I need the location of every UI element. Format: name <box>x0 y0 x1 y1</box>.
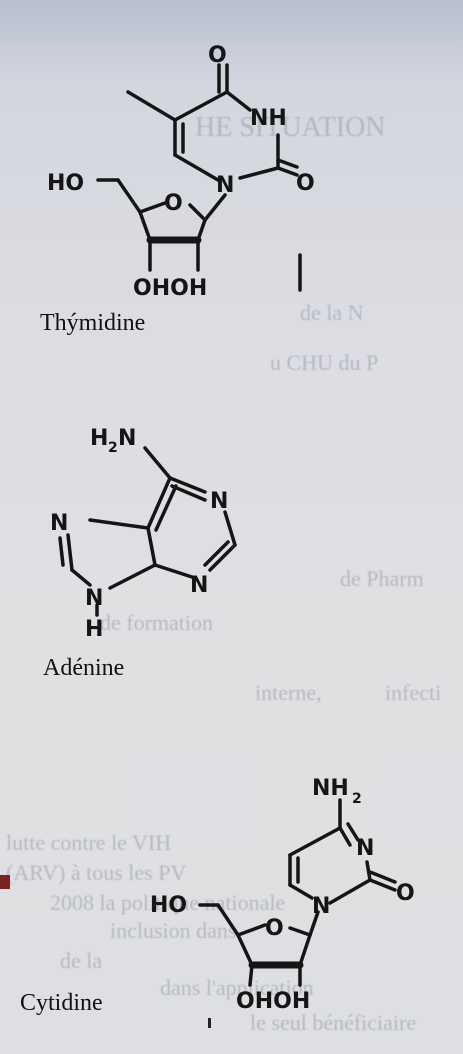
cytidine-atom-nh: NH <box>312 776 349 801</box>
bleed-text: lutte contre le VIH <box>6 830 172 855</box>
bleed-text: de formation <box>100 610 214 635</box>
bleed-text: le seul bénéficiaire <box>250 1010 417 1035</box>
thymidine-atom-nh: NH <box>250 106 287 131</box>
adenine-atom-h2n-n: N <box>118 426 136 451</box>
adenine-label: Adénine <box>43 655 125 681</box>
thymidine-atom-o-top: O <box>208 43 227 68</box>
bleed-text: de la <box>60 948 103 973</box>
bleed-text: u CHU du P <box>270 350 379 375</box>
bleed-text: HE SITUATION <box>195 112 386 143</box>
adenine-atom-n1: N <box>210 489 228 514</box>
bleed-text: de Pharm <box>340 566 424 591</box>
cytidine-atom-ohoh: OHOH <box>236 989 310 1014</box>
cytidine-atom-o-right: O <box>396 881 415 906</box>
thymidine-atom-o-ring: O <box>164 191 183 216</box>
bleed-text: inclusion dans <box>110 918 237 943</box>
bleed-text: dans l'application <box>160 975 314 1000</box>
thymidine-atom-ohoh: OHOH <box>133 276 207 301</box>
adenine-bonds <box>58 446 237 617</box>
scan-mark <box>208 1018 211 1028</box>
thymidine-bonds <box>96 63 299 272</box>
adenine-atom-n3: N <box>190 573 208 598</box>
adenine-atom-n7: N <box>50 511 68 536</box>
scan-red-mark <box>0 875 10 889</box>
cytidine-atom-n3: N <box>356 836 374 861</box>
thymidine-atom-o-right: O <box>296 171 315 196</box>
cytidine-label: Cytidine <box>20 990 103 1016</box>
thymidine-label: Thýmidine <box>40 310 146 336</box>
thymidine-atom-n: N <box>216 173 234 198</box>
cytidine-atom-nh2-sub: 2 <box>352 791 362 807</box>
adenine-atom-h: H <box>85 617 103 642</box>
adenine-atom-h2n-h: H <box>90 426 108 451</box>
bleed-text: interne, <box>255 680 322 705</box>
thymidine-atom-ho: HO <box>47 171 84 196</box>
adenine-atom-h2n-sub: 2 <box>108 440 118 456</box>
bleed-text: 2008 la politique nationale <box>50 890 286 915</box>
bleed-text: (ARV) à tous les PV <box>6 860 187 885</box>
cytidine-atom-o-ring: O <box>265 916 284 941</box>
bleed-text: infecti <box>385 680 442 705</box>
cytidine-bonds <box>198 798 397 987</box>
bleed-text: de la N <box>300 300 364 325</box>
cytidine-atom-ho: HO <box>150 893 187 918</box>
cytidine-atom-n1: N <box>312 894 330 919</box>
adenine-atom-n9: N <box>85 586 103 611</box>
